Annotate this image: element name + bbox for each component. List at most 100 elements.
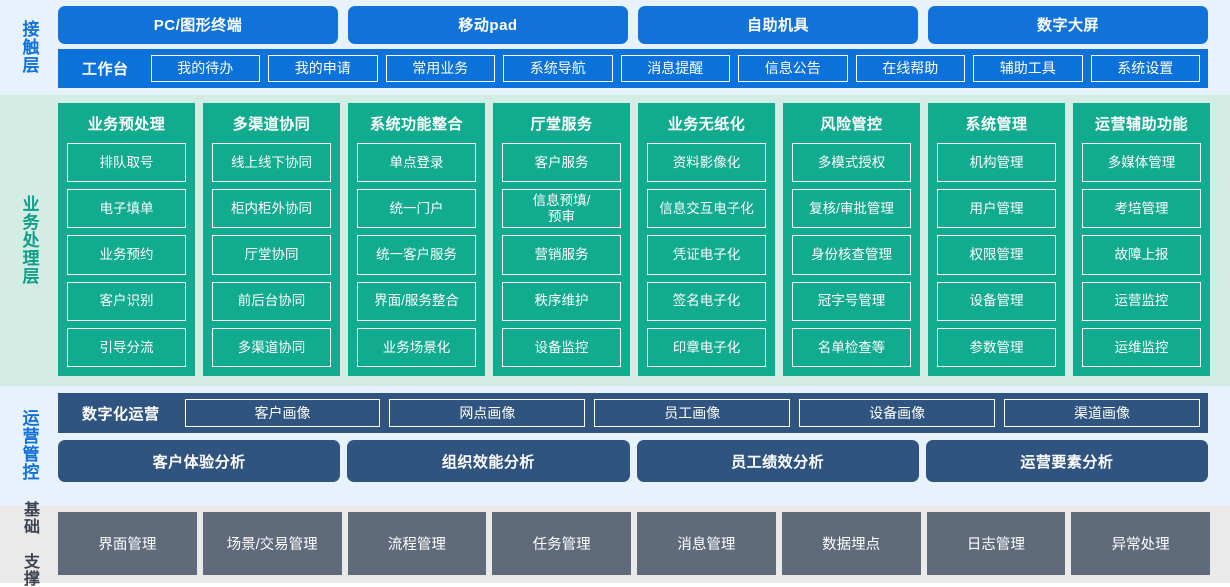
business-column: 系统功能整合 单点登录 统一门户 统一客户服务 界面/服务整合 业务场景化: [348, 103, 485, 376]
business-column: 多渠道协同 线上线下协同 柜内柜外协同 厅堂协同 前后台协同 多渠道协同: [203, 103, 340, 376]
channel-row: PC/图形终端 移动pad 自助机具 数字大屏: [58, 6, 1208, 44]
business-item[interactable]: 凭证电子化: [647, 235, 766, 275]
business-item[interactable]: 运维监控: [1082, 327, 1201, 368]
business-item[interactable]: 秩序维护: [502, 281, 621, 321]
business-item[interactable]: 用户管理: [937, 189, 1056, 229]
business-item[interactable]: 业务场景化: [357, 327, 476, 368]
base-support-item[interactable]: 数据埋点: [781, 512, 921, 575]
business-column-title: 多渠道协同: [232, 115, 311, 133]
business-item[interactable]: 运营监控: [1082, 281, 1201, 321]
business-item[interactable]: 统一门户: [357, 189, 476, 229]
business-column: 系统管理 机构管理 用户管理 权限管理 设备管理 参数管理: [928, 103, 1065, 376]
business-item[interactable]: 柜内柜外协同: [212, 189, 331, 229]
base-support-item[interactable]: 任务管理: [492, 512, 631, 575]
layer-label-operations: 运营管控: [19, 409, 39, 481]
layer-contact: 接触层 PC/图形终端 移动pad 自助机具 数字大屏 工作台 我的待办 我的申…: [0, 0, 1230, 95]
business-column-title: 厅堂服务: [530, 115, 593, 133]
business-item[interactable]: 业务预约: [67, 235, 186, 275]
base-support-item[interactable]: 场景/交易管理: [202, 512, 342, 575]
business-item[interactable]: 引导分流: [67, 327, 186, 368]
portrait-item[interactable]: 渠道画像: [1004, 399, 1200, 427]
base-support-item[interactable]: 消息管理: [637, 512, 776, 575]
business-item[interactable]: 设备监控: [502, 327, 621, 368]
layer-business: 业务处理层 业务预处理 排队取号 电子填单 业务预约 客户识别 引导分流 多渠道…: [0, 95, 1230, 386]
portrait-item[interactable]: 设备画像: [799, 399, 996, 427]
business-column: 业务预处理 排队取号 电子填单 业务预约 客户识别 引导分流: [58, 103, 195, 376]
workbench-item[interactable]: 常用业务: [385, 54, 496, 82]
base-support-content: 界面管理 场景/交易管理 流程管理 任务管理 消息管理 数据埋点 日志管理 异常…: [58, 512, 1230, 575]
business-item[interactable]: 信息预填/ 预审: [502, 189, 621, 229]
business-item[interactable]: 厅堂协同: [212, 235, 331, 275]
portrait-item[interactable]: 网点画像: [389, 399, 586, 427]
business-item[interactable]: 排队取号: [67, 143, 186, 183]
workbench-item[interactable]: 信息公告: [738, 54, 848, 82]
analysis-tile[interactable]: 运营要素分析: [925, 440, 1208, 482]
business-item[interactable]: 线上线下协同: [212, 143, 331, 183]
workbench-item[interactable]: 我的申请: [268, 54, 378, 82]
workbench-row: 工作台 我的待办 我的申请 常用业务 系统导航 消息提醒 信息公告 在线帮助 辅…: [58, 48, 1208, 88]
business-item[interactable]: 签名电子化: [647, 281, 766, 321]
business-column-title: 风险管控: [820, 115, 883, 133]
business-item[interactable]: 名单检查等: [792, 327, 911, 368]
digital-operations-row: 数字化运营 客户画像 网点画像 员工画像 设备画像 渠道画像: [58, 393, 1208, 433]
business-item[interactable]: 客户服务: [502, 143, 621, 183]
business-item[interactable]: 单点登录: [357, 143, 476, 183]
channel-tile[interactable]: PC/图形终端: [58, 6, 338, 44]
base-support-item[interactable]: 界面管理: [58, 512, 197, 575]
business-item[interactable]: 冠字号管理: [792, 281, 911, 321]
business-column: 厅堂服务 客户服务 信息预填/ 预审 营销服务 秩序维护 设备监控: [493, 103, 630, 376]
operations-content: 数字化运营 客户画像 网点画像 员工画像 设备画像 渠道画像 客户体验分析 组织…: [58, 393, 1230, 497]
layer-operations: 运营管控 数字化运营 客户画像 网点画像 员工画像 设备画像 渠道画像 客户体验…: [0, 386, 1230, 505]
business-item[interactable]: 权限管理: [937, 235, 1056, 275]
contact-content: PC/图形终端 移动pad 自助机具 数字大屏 工作台 我的待办 我的申请 常用…: [58, 6, 1230, 88]
portrait-item[interactable]: 员工画像: [594, 399, 791, 427]
workbench-item[interactable]: 系统导航: [503, 54, 613, 82]
portrait-item[interactable]: 客户画像: [184, 399, 381, 427]
business-item[interactable]: 设备管理: [937, 281, 1056, 321]
business-item[interactable]: 多模式授权: [792, 143, 911, 183]
business-item[interactable]: 界面/服务整合: [357, 281, 476, 321]
channel-tile[interactable]: 数字大屏: [928, 6, 1208, 44]
analysis-tile[interactable]: 员工绩效分析: [636, 440, 919, 482]
base-support-item[interactable]: 流程管理: [347, 512, 487, 575]
business-item[interactable]: 信息交互电子化: [647, 189, 766, 229]
base-support-item[interactable]: 日志管理: [926, 512, 1066, 575]
business-item[interactable]: 印章电子化: [647, 327, 766, 368]
business-item[interactable]: 考培管理: [1082, 189, 1201, 229]
business-item[interactable]: 统一客户服务: [357, 235, 476, 275]
business-column: 风险管控 多模式授权 复核/审批管理 身份核查管理 冠字号管理 名单检查等: [783, 103, 920, 376]
business-column-title: 系统功能整合: [369, 115, 463, 133]
workbench-item[interactable]: 辅助工具: [973, 54, 1083, 82]
business-item[interactable]: 多渠道协同: [212, 327, 331, 368]
business-column: 运营辅助功能 多媒体管理 考培管理 故障上报 运营监控 运维监控: [1073, 103, 1210, 376]
business-item[interactable]: 客户识别: [67, 281, 186, 321]
business-item[interactable]: 多媒体管理: [1082, 143, 1201, 183]
business-item[interactable]: 故障上报: [1082, 235, 1201, 275]
business-item[interactable]: 电子填单: [67, 189, 186, 229]
business-item[interactable]: 前后台协同: [212, 281, 331, 321]
analysis-row: 客户体验分析 组织效能分析 员工绩效分析 运营要素分析: [58, 440, 1208, 482]
channel-tile[interactable]: 自助机具: [638, 6, 918, 44]
layer-base-support: 基础 支撑 界面管理 场景/交易管理 流程管理 任务管理 消息管理 数据埋点 日…: [0, 501, 1230, 587]
business-column-title: 系统管理: [965, 115, 1028, 133]
business-column-title: 业务无纸化: [667, 115, 746, 133]
business-content: 业务预处理 排队取号 电子填单 业务预约 客户识别 引导分流 多渠道协同 线上线…: [58, 103, 1230, 376]
channel-tile[interactable]: 移动pad: [348, 6, 628, 44]
analysis-tile[interactable]: 客户体验分析: [58, 440, 341, 482]
business-item[interactable]: 参数管理: [937, 327, 1056, 368]
business-column-title: 业务预处理: [87, 115, 166, 133]
workbench-item[interactable]: 我的待办: [150, 54, 261, 82]
analysis-tile[interactable]: 组织效能分析: [347, 440, 630, 482]
base-support-item[interactable]: 异常处理: [1071, 512, 1210, 575]
business-item[interactable]: 资料影像化: [647, 143, 766, 183]
business-item[interactable]: 复核/审批管理: [792, 189, 911, 229]
business-column-title: 运营辅助功能: [1094, 115, 1188, 133]
workbench-title: 工作台: [82, 60, 129, 78]
business-item[interactable]: 机构管理: [937, 143, 1056, 183]
workbench-item[interactable]: 系统设置: [1090, 54, 1201, 82]
business-item[interactable]: 营销服务: [502, 235, 621, 275]
workbench-item[interactable]: 消息提醒: [620, 54, 731, 82]
workbench-item[interactable]: 在线帮助: [855, 54, 966, 82]
digital-operations-title: 数字化运营: [82, 405, 160, 423]
business-item[interactable]: 身份核查管理: [792, 235, 911, 275]
